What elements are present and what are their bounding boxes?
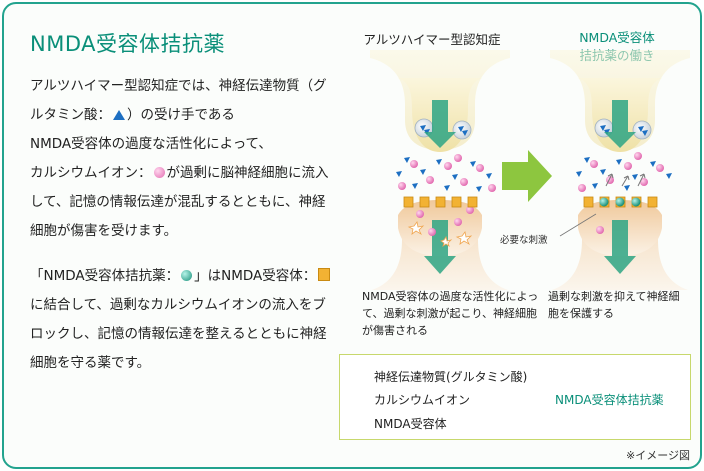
transition-arrow [502,150,552,202]
paragraph-text: が過剰に脳神経細胞に流入して、記憶の情報伝達が混乱するとともに、神経細胞が傷害を… [30,165,329,239]
paragraph-text: （グルタミン酸： [30,78,327,123]
damage-sparks [407,221,473,247]
right-synapse [550,50,690,290]
left-synapse [370,50,510,290]
stimulus-label: 必要な刺激 [500,234,548,246]
triangle-icon [113,110,125,120]
drug-paragraph: 「NMDA受容体拮抗薬： 」はNMDA受容体： に結合して、過剰なカルシウムイオンの… [30,262,338,378]
legend-neurotransmitter: 神経伝達物質(グルタミン酸) [374,370,528,384]
signal-arrow [424,100,456,148]
vesicle [632,120,652,140]
right-header-line1: NMDA受容体 [579,30,655,45]
paragraph-text: ）の受け手である [127,107,235,123]
legend-antagonist: NMDA受容体拮抗薬 [555,393,664,407]
paragraph-text: NMDA受容体の過度な活性化によって、 [30,136,272,152]
receptor-icon [318,268,331,281]
signal-arrow [604,100,636,148]
legend-receptor: NMDA受容体 [374,417,447,431]
page-title: NMDA受容体拮抗薬 [30,32,225,56]
paragraph-text: カルシウムイオン： [30,165,152,181]
paragraph-text: に結合して、過剰なカルシウムイオンの流入をブロックし、記憶の情報伝達を整えるとと… [30,297,327,371]
image-note: ※イメージ図 [626,449,690,462]
left-diagram-header: アルツハイマー型認知症 [363,32,501,47]
left-caption: NMDA受容体の過度な活性化によって、過剰な刺激が起こり、神経細胞が傷害される [362,290,539,337]
blocked-ion-arrows [605,173,646,187]
calcium-ions [398,154,496,236]
stimulus-pointer [559,213,597,237]
intro-paragraph: アルツハイマー型認知症では、神経伝達物質（グルタミン酸：）の受け手である NMDA… [30,72,338,246]
vesicle [452,120,472,140]
right-caption: 過剰な刺激を抑えて神経細胞を保護する [548,290,680,320]
antagonist-icon [181,270,193,281]
neurotransmitters [396,157,492,192]
signal-arrow [604,220,636,274]
antagonist-molecules [599,197,641,207]
paragraph-text: アルツハイマー型認知症では、神経伝達物質 [30,78,300,94]
paragraph-text: 「NMDA受容体拮抗薬： [30,268,180,284]
calcium-ions [578,152,664,234]
nmda-receptors [403,196,478,208]
legend-box: 神経伝達物質(グルタミン酸) カルシウムイオン NMDA受容体 NMDA受容体拮… [339,354,691,440]
calcium-ion-icon [153,167,165,178]
paragraph-text: 」はNMDA受容体： [194,268,317,284]
neurotransmitters [576,157,672,191]
legend-calcium: カルシウムイオン [374,393,471,407]
